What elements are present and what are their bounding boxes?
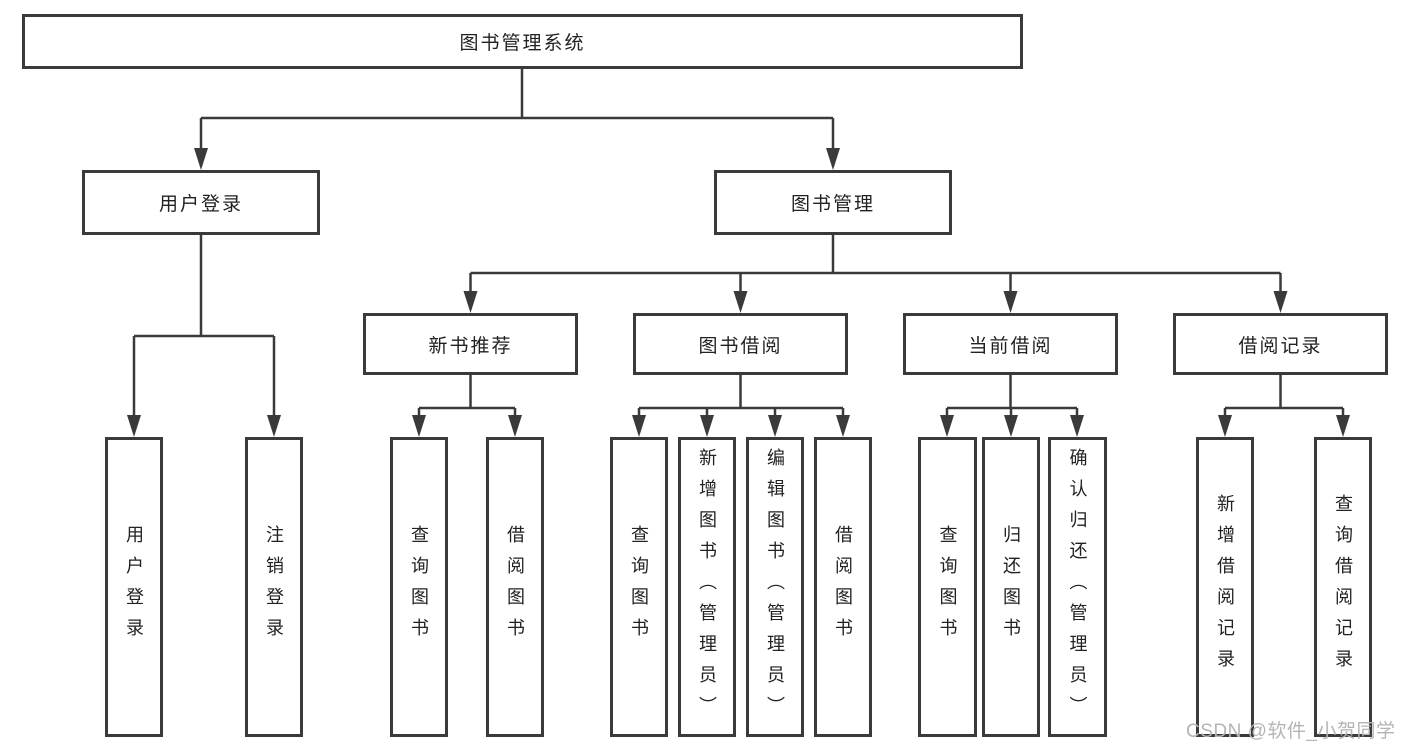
leaf-label: 新增图书（管理员）: [697, 447, 717, 727]
connector-new-book-recommendation: [417, 375, 517, 417]
leaf-search-borrowing-record: 查询借阅记录: [1314, 437, 1372, 737]
leaf-user-login: 用户登录: [105, 437, 163, 737]
node-book-borrowing: 图书借阅: [633, 313, 848, 375]
leaf-confirm-return-admin: 确认归还（管理员）: [1048, 437, 1107, 737]
connector-book-management-arrowheads: [463, 291, 1288, 313]
leaf-borrow-books-recommendation: 借阅图书: [486, 437, 544, 737]
watermark: CSDN @软件_小贺同学: [1186, 721, 1396, 742]
connector-book-borrowing-arrowheads: [632, 415, 850, 437]
leaf-label: 借阅图书: [505, 525, 525, 649]
leaf-label: 编辑图书（管理员）: [765, 447, 785, 727]
leaf-label: 借阅图书: [833, 525, 853, 649]
leaf-search-books-borrowing: 查询图书: [610, 437, 668, 737]
leaf-label: 用户登录: [124, 525, 144, 649]
leaf-label: 确认归还（管理员）: [1067, 447, 1088, 727]
leaf-label: 查询图书: [629, 525, 649, 649]
leaf-search-books-current: 查询图书: [918, 437, 977, 737]
node-borrowing-records: 借阅记录: [1173, 313, 1388, 375]
connector-user-login-arrowheads: [127, 415, 281, 437]
node-library-management-system: 图书管理系统: [22, 14, 1023, 69]
leaf-edit-books-admin: 编辑图书（管理员）: [746, 437, 804, 737]
leaf-add-books-admin: 新增图书（管理员）: [678, 437, 736, 737]
connector-book-borrowing: [637, 375, 845, 417]
connector-borrowing-records-arrowheads: [1218, 415, 1350, 437]
leaf-search-books-recommendation: 查询图书: [390, 437, 448, 737]
node-user-login: 用户登录: [82, 170, 320, 235]
leaf-label: 查询图书: [937, 525, 958, 649]
leaf-label: 归还图书: [1001, 525, 1021, 649]
node-new-book-recommendation: 新书推荐: [363, 313, 578, 375]
connector-new-book-recommendation-arrowheads: [412, 415, 522, 437]
connector-root: [199, 69, 835, 150]
connector-user-login: [132, 235, 276, 417]
leaf-return-books: 归还图书: [982, 437, 1040, 737]
connector-current-borrowing-arrowheads: [940, 415, 1084, 437]
leaf-label: 注销登录: [264, 525, 284, 649]
leaf-label: 查询图书: [409, 525, 429, 649]
node-current-borrowing: 当前借阅: [903, 313, 1118, 375]
connector-book-management: [469, 235, 1282, 293]
leaf-label: 查询借阅记录: [1333, 494, 1353, 680]
connector-borrowing-records: [1223, 375, 1345, 417]
node-book-management: 图书管理: [714, 170, 952, 235]
connector-current-borrowing: [945, 375, 1079, 417]
leaf-borrow-books: 借阅图书: [814, 437, 872, 737]
leaf-label: 新增借阅记录: [1215, 494, 1235, 680]
leaf-add-borrowing-record: 新增借阅记录: [1196, 437, 1254, 737]
connector-root-arrowheads: [194, 148, 840, 170]
leaf-logout: 注销登录: [245, 437, 303, 737]
